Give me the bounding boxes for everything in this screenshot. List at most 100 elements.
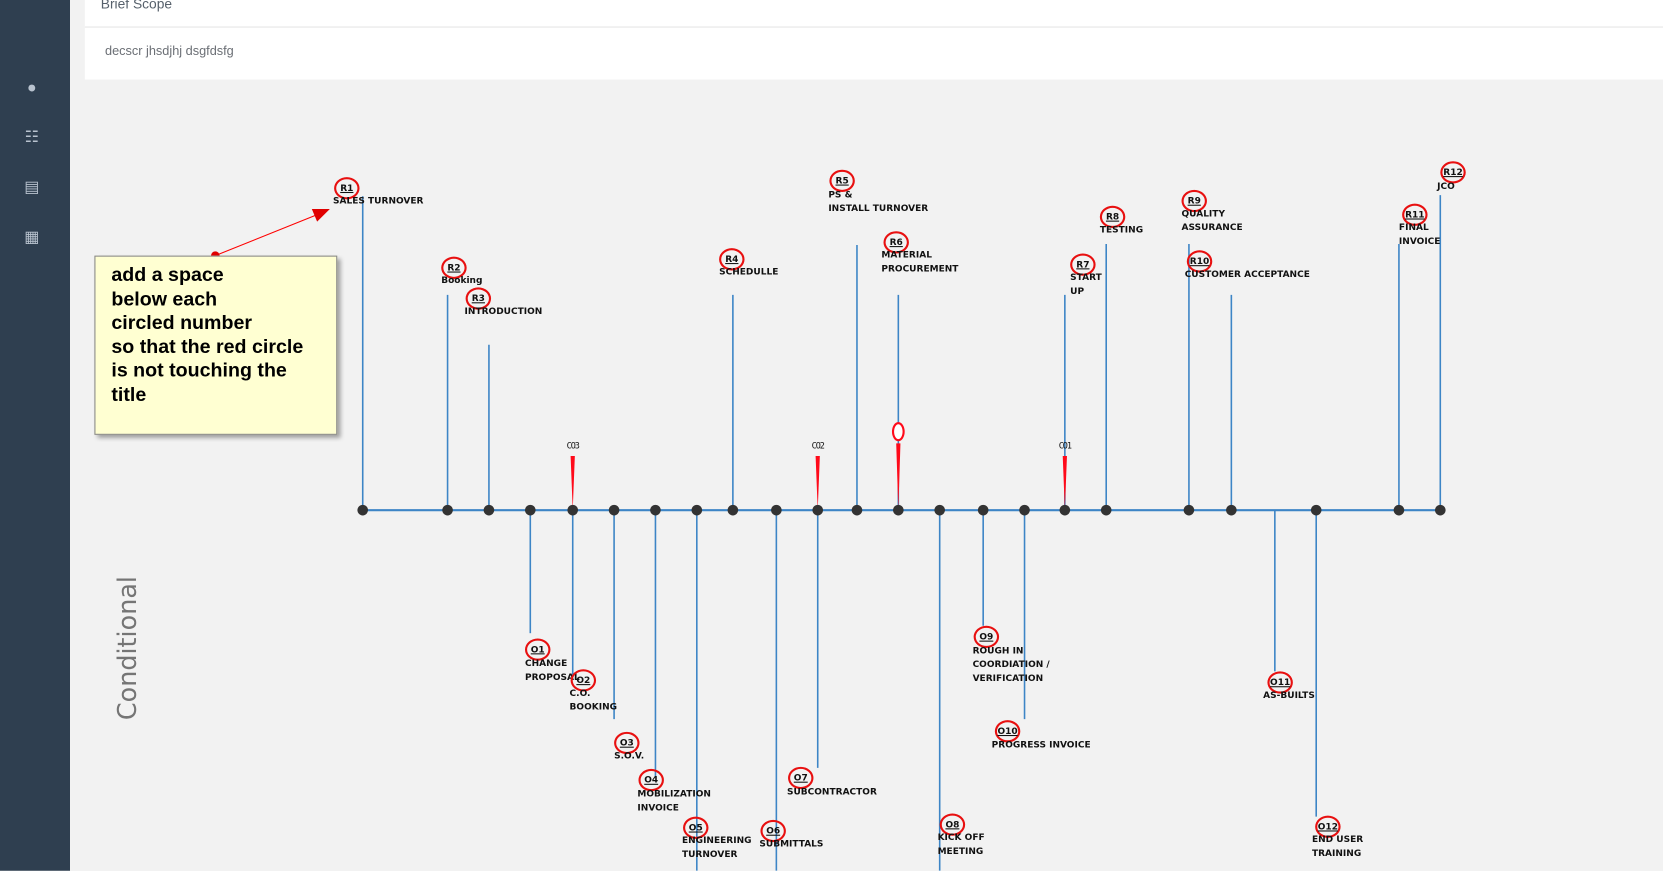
label-line: CHANGE bbox=[524, 658, 568, 670]
milestone-circle[interactable] bbox=[1440, 161, 1466, 184]
milestone-circle[interactable] bbox=[683, 816, 709, 839]
milestone-number[interactable]: O7 bbox=[793, 773, 808, 784]
milestone-label: SCHEDULLE bbox=[719, 266, 778, 280]
milestone-number[interactable]: R5 bbox=[835, 176, 849, 187]
milestone-circle[interactable] bbox=[1181, 189, 1207, 213]
timeline-node bbox=[691, 504, 703, 516]
note-line: circled number bbox=[111, 310, 253, 334]
milestone-circle[interactable] bbox=[524, 638, 551, 661]
milestone-label: SUBCONTRACTOR bbox=[787, 786, 877, 800]
timeline-node bbox=[650, 504, 661, 516]
change-order-label: CO2 bbox=[811, 441, 825, 451]
timeline-node bbox=[851, 504, 863, 516]
milestone-label: INTRODUCTION bbox=[465, 305, 543, 319]
timeline-node bbox=[1100, 504, 1112, 516]
milestone-circle[interactable] bbox=[1315, 815, 1341, 838]
scope-description: decscr jhsdjhj dsgfdsfg bbox=[104, 43, 234, 59]
milestone-number[interactable]: O4 bbox=[644, 775, 659, 786]
milestone-circle[interactable] bbox=[760, 819, 786, 843]
timeline-node bbox=[608, 504, 620, 516]
label-line: INVOICE bbox=[1398, 236, 1441, 248]
milestone-circle[interactable] bbox=[1099, 205, 1126, 229]
milestone-circle[interactable] bbox=[614, 731, 640, 755]
label-line: END USER bbox=[1311, 834, 1364, 846]
timeline-node bbox=[812, 504, 824, 516]
annotation-note: add a space below each circled number so… bbox=[94, 255, 338, 435]
milestone-number[interactable]: R3 bbox=[471, 293, 485, 305]
milestone-circle[interactable] bbox=[1267, 671, 1293, 694]
label-line: TESTING bbox=[1099, 224, 1144, 236]
timeline-node bbox=[1059, 504, 1071, 516]
milestone-circle[interactable] bbox=[465, 287, 492, 310]
note-line: title bbox=[111, 382, 147, 405]
milestone-circle[interactable] bbox=[1186, 250, 1213, 273]
milestone-number[interactable]: O8 bbox=[945, 819, 960, 831]
label-line: PS & bbox=[828, 189, 853, 201]
note-line: below each bbox=[111, 286, 218, 310]
timeline-node bbox=[1393, 504, 1405, 516]
label-line: CUSTOMER ACCEPTANCE bbox=[1184, 269, 1310, 280]
milestone-circle[interactable] bbox=[788, 766, 814, 790]
milestone-number[interactable]: O9 bbox=[979, 632, 994, 643]
timeline-node bbox=[442, 504, 453, 516]
milestone-label: CUSTOMER ACCEPTANCE bbox=[1185, 268, 1310, 282]
table-icon[interactable]: ▦ bbox=[24, 228, 40, 247]
timeline-node bbox=[1434, 504, 1446, 516]
milestone-number[interactable]: R8 bbox=[1105, 212, 1120, 223]
panel-title: Brief Scope bbox=[100, 0, 173, 12]
milestone-number[interactable]: O12 bbox=[1317, 821, 1338, 833]
user-icon[interactable]: ● bbox=[27, 78, 37, 97]
current-position-icon bbox=[891, 422, 905, 442]
change-order-label: CO1 bbox=[1058, 441, 1072, 451]
milestone-circle[interactable] bbox=[829, 169, 855, 192]
milestone-circle[interactable] bbox=[883, 231, 909, 254]
milestone-number[interactable]: O6 bbox=[766, 826, 781, 837]
milestone-number[interactable]: R4 bbox=[725, 254, 739, 266]
milestone-number[interactable]: R6 bbox=[889, 237, 903, 249]
milestone-circle[interactable] bbox=[939, 813, 966, 836]
milestone-number[interactable]: O2 bbox=[576, 675, 591, 687]
change-order-marker bbox=[815, 456, 820, 511]
milestone-number[interactable]: R11 bbox=[1405, 209, 1425, 221]
milestone-circle[interactable] bbox=[441, 256, 467, 279]
milestone-circle[interactable] bbox=[638, 768, 664, 792]
milestone-number[interactable]: O5 bbox=[688, 823, 703, 834]
milestone-number[interactable]: R10 bbox=[1189, 256, 1210, 268]
milestone-circle[interactable] bbox=[334, 177, 360, 200]
milestone-label: C.O.BOOKING bbox=[570, 687, 617, 715]
milestone-number[interactable]: R9 bbox=[1187, 196, 1201, 207]
milestone-number[interactable]: O11 bbox=[1270, 677, 1291, 689]
milestone-circle[interactable] bbox=[973, 625, 1000, 649]
milestone-number[interactable]: R7 bbox=[1076, 259, 1090, 271]
label-line: ASSURANCE bbox=[1181, 222, 1243, 234]
label-line: INTRODUCTION bbox=[464, 306, 543, 318]
note-line: so that the red circle bbox=[111, 334, 304, 357]
milestone-number[interactable]: O3 bbox=[619, 738, 634, 749]
milestone-number[interactable]: R12 bbox=[1443, 167, 1463, 179]
label-line: JCO bbox=[1437, 181, 1455, 192]
milestone-number[interactable]: R2 bbox=[447, 263, 461, 274]
milestone-number[interactable]: O1 bbox=[530, 644, 545, 656]
milestone-circle[interactable] bbox=[570, 669, 597, 692]
org-chart-icon[interactable]: ☷ bbox=[24, 128, 39, 147]
milestone-number[interactable]: R1 bbox=[340, 183, 354, 195]
timeline-node bbox=[1183, 504, 1195, 516]
milestone-circle[interactable] bbox=[994, 720, 1021, 743]
label-line: C.O. bbox=[569, 688, 591, 699]
milestone-circle[interactable] bbox=[1070, 253, 1096, 276]
milestone-circle[interactable] bbox=[719, 248, 745, 271]
label-line: PROGRESS INVOICE bbox=[991, 740, 1091, 751]
timeline-node bbox=[934, 504, 945, 516]
milestone-label: TESTING bbox=[1100, 224, 1143, 238]
archive-icon[interactable]: ▤ bbox=[24, 178, 40, 197]
milestone-circle[interactable] bbox=[1402, 203, 1428, 226]
timeline-node bbox=[1226, 504, 1237, 516]
label-line: KICK OFF bbox=[937, 832, 985, 844]
milestone-number[interactable]: O10 bbox=[997, 726, 1018, 738]
label-line: MEETING bbox=[937, 846, 984, 857]
label-line: PROPOSAL bbox=[524, 672, 580, 684]
